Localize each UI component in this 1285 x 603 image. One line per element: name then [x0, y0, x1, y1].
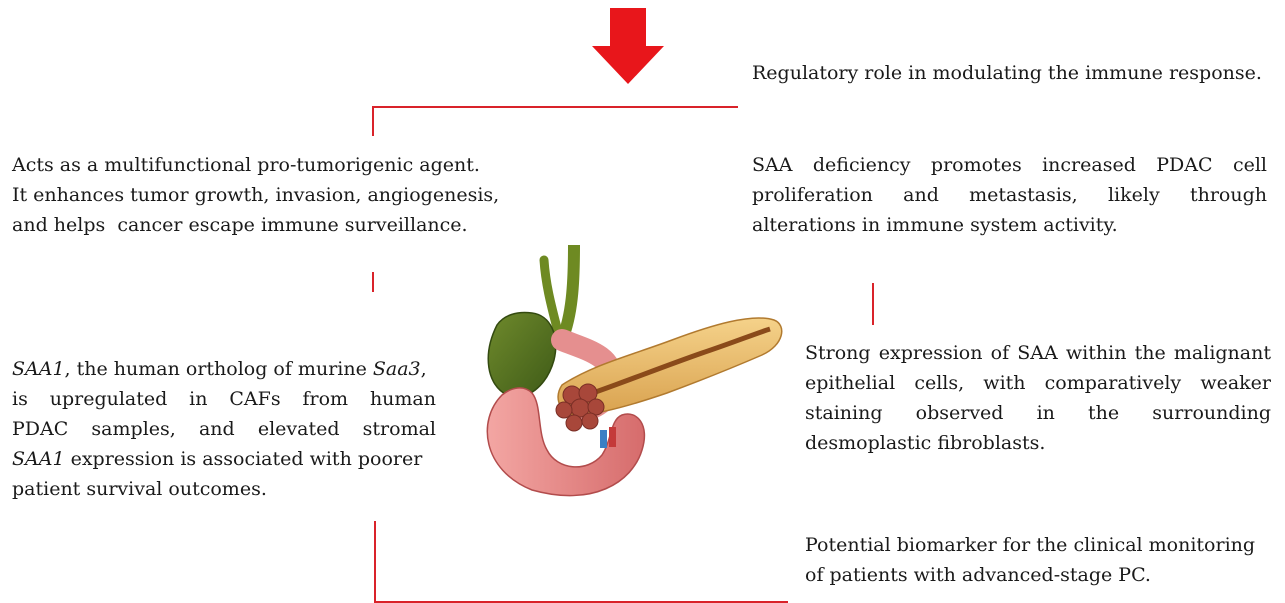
connector-bottom-left-vertical [374, 521, 376, 603]
right-text-4-line-1: Potential biomarker for the clinical mon… [805, 530, 1275, 560]
down-arrow-icon [592, 8, 664, 84]
left-bottom-line-1-end: , [421, 358, 427, 380]
gene-saa3: Saa3 [373, 358, 421, 380]
connector-right-tick [872, 283, 874, 325]
right-text-1-body: Regulatory role in modulating the immune… [752, 58, 1267, 88]
right-text-4-line-2: of patients with advanced-stage PC. [805, 560, 1275, 590]
right-text-1: Regulatory role in modulating the immune… [752, 58, 1267, 88]
gene-saa1: SAA1 [12, 358, 65, 380]
connector-top-horizontal [372, 106, 738, 108]
right-text-4: Potential biomarker for the clinical mon… [805, 530, 1275, 590]
left-bottom-line-2: is upregulated in CAFs from human [12, 384, 436, 414]
right-text-2-body: SAA deficiency promotes increased PDAC c… [752, 150, 1267, 240]
left-bottom-line-3: PDAC samples, and elevated stromal [12, 414, 436, 444]
left-bottom-line-4-text: expression is associated with poorer [65, 448, 423, 470]
left-top-line-3: and helps cancer escape immune surveilla… [12, 210, 532, 240]
right-text-3-body: Strong expression of SAA within the mali… [805, 338, 1271, 458]
connector-left-tick [372, 272, 374, 292]
connector-top-left-vertical [372, 106, 374, 136]
left-top-text: Acts as a multifunctional pro-tumorigeni… [12, 150, 532, 240]
left-bottom-line-5: patient survival outcomes. [12, 474, 436, 504]
left-bottom-line-1-text: , the human ortholog of murine [65, 358, 373, 380]
left-bottom-text: SAA1, the human ortholog of murine Saa3,… [12, 354, 436, 504]
right-text-3: Strong expression of SAA within the mali… [805, 338, 1271, 458]
right-text-2: SAA deficiency promotes increased PDAC c… [752, 150, 1267, 240]
left-bottom-line-1: SAA1, the human ortholog of murine Saa3, [12, 354, 436, 384]
gene-saa1-2: SAA1 [12, 448, 65, 470]
pancreas-illustration [462, 245, 792, 505]
left-bottom-line-4: SAA1 expression is associated with poore… [12, 444, 436, 474]
left-top-line-1: Acts as a multifunctional pro-tumorigeni… [12, 150, 532, 180]
left-top-line-2: It enhances tumor growth, invasion, angi… [12, 180, 532, 210]
